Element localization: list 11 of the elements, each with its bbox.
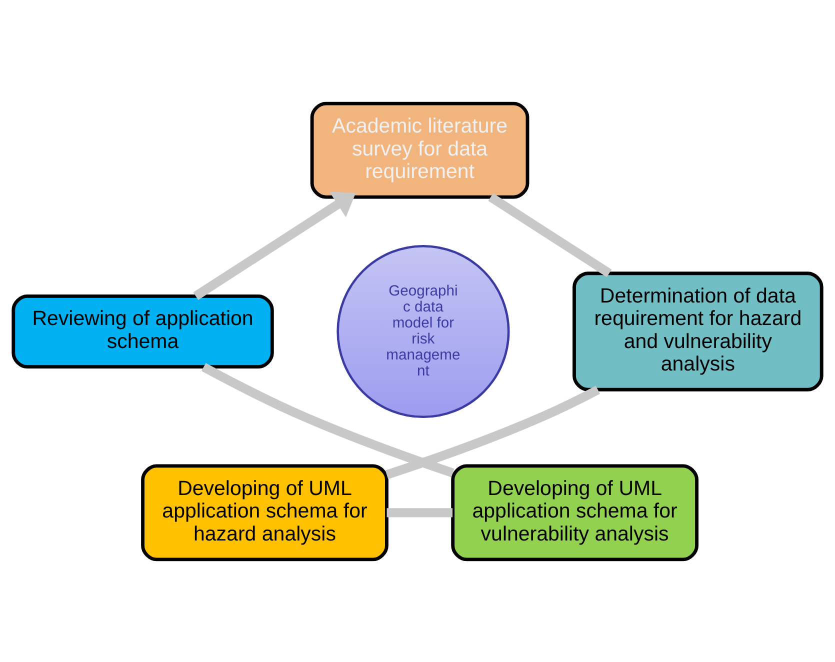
connector xyxy=(386,508,453,517)
node-box: Academic literature survey for data requirement xyxy=(310,101,530,198)
node-circle: Geographi c data model for risk manageme nt xyxy=(336,244,510,418)
connector xyxy=(201,362,454,477)
node-box: Reviewing of application schema xyxy=(12,294,274,368)
node-box: Determination of data requirement for hazard and vulnerability analysis xyxy=(572,271,824,391)
node-box: Developing of UML application schema for vulnerability analysis xyxy=(451,464,698,561)
arrow xyxy=(193,191,356,300)
connector xyxy=(488,192,612,277)
node-box: Developing of UML application schema for hazard analysis xyxy=(141,464,388,561)
connector xyxy=(385,385,600,479)
